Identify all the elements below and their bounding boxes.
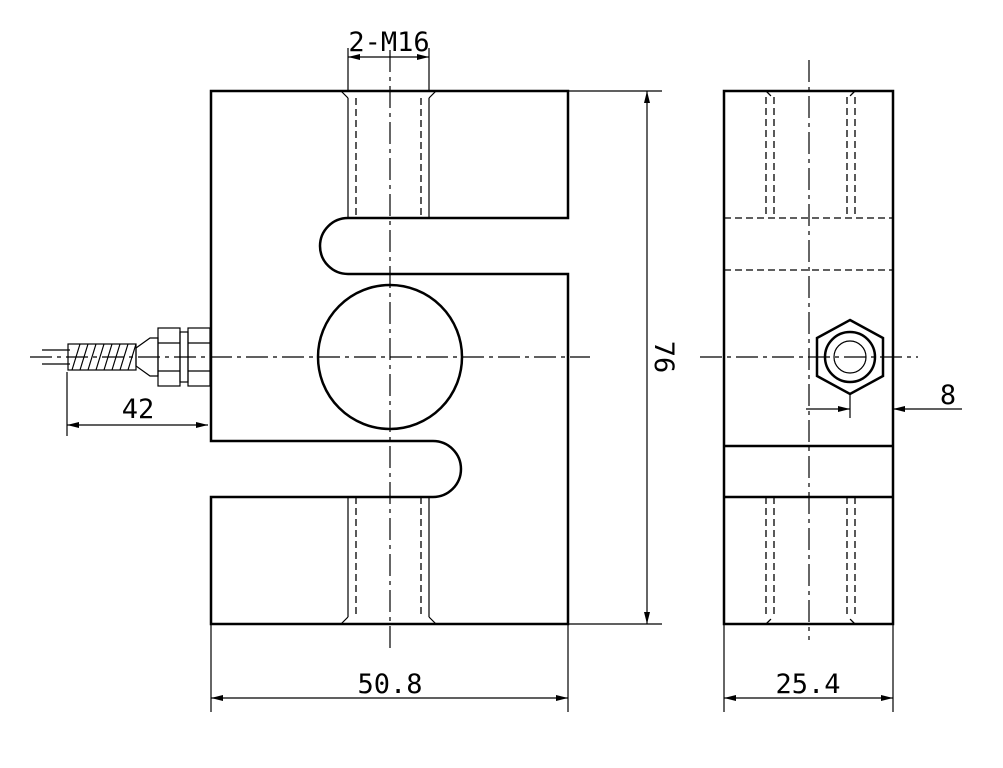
front-view: 2-M16 42 76 50.8 [30, 27, 679, 712]
side-bottom-threaded-hole [765, 497, 856, 625]
depth-dimension: 25.4 [723, 624, 894, 712]
thread-label: 2-M16 [348, 27, 429, 58]
cable-connector [42, 327, 211, 387]
height-label: 76 [648, 341, 679, 374]
hole-offset-label: 8 [940, 380, 956, 411]
top-threaded-hole [340, 90, 437, 218]
connector-nut-3 [187, 327, 211, 387]
width-label: 50.8 [357, 669, 422, 700]
hole-offset-dimension: 8 [806, 380, 962, 418]
side-top-threaded-hole [765, 90, 856, 218]
depth-label: 25.4 [775, 669, 840, 700]
thread-dimension: 2-M16 [347, 27, 430, 91]
side-view: 8 25.4 [700, 60, 962, 712]
height-dimension: 76 [568, 90, 679, 625]
cable-length-label: 42 [122, 394, 155, 425]
width-dimension: 50.8 [210, 624, 569, 712]
cable-length-dimension: 42 [66, 372, 208, 436]
cable-strain-relief-spring [71, 343, 137, 371]
bottom-threaded-hole [340, 497, 437, 625]
